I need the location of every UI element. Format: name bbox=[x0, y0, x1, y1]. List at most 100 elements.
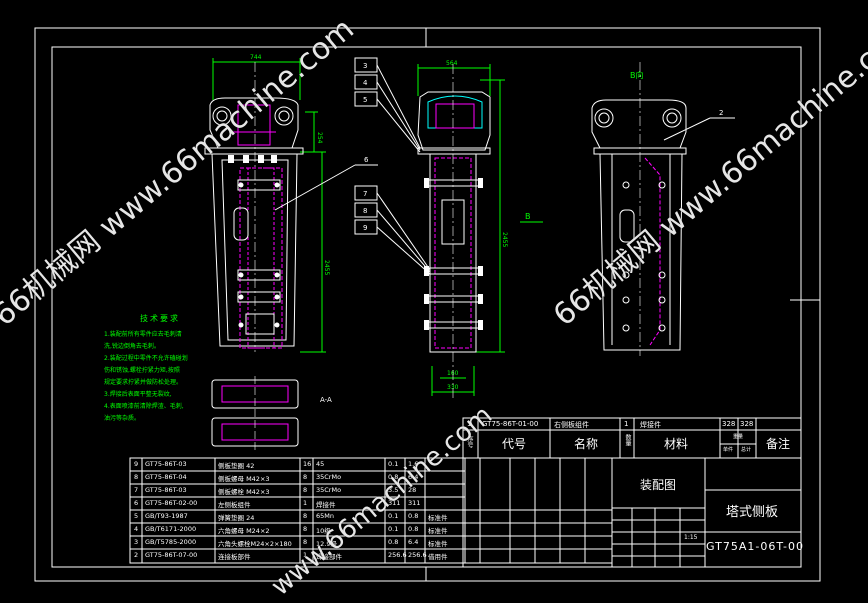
parts-cell-w1: 0.1 bbox=[388, 460, 399, 468]
part-row-code: GT75-86T-01-00 bbox=[482, 420, 539, 428]
parts-cell-qty: 1 bbox=[303, 499, 308, 507]
part-row-w2: 328 bbox=[740, 420, 754, 428]
parts-cell-material: 45 bbox=[316, 460, 325, 468]
header-weight: 重量 bbox=[733, 434, 744, 440]
parts-cell-qty: 8 bbox=[303, 512, 308, 520]
parts-cell-w2: 28 bbox=[408, 486, 417, 494]
header-qty: 数量 bbox=[624, 434, 631, 446]
section-aa: A-A bbox=[211, 376, 332, 450]
parts-cell-no: 8 bbox=[134, 473, 139, 481]
tech-req-line: 3.焊接后表面平整无裂纹, bbox=[104, 391, 172, 398]
parts-cell-name: 六角头螺栓M24×2×180 bbox=[218, 540, 292, 548]
parts-cell-material: 65Mn bbox=[316, 512, 334, 520]
tech-req-line: 规定要求拧紧并做防松处理。 bbox=[104, 379, 183, 386]
parts-cell-w2: 0.8 bbox=[408, 525, 419, 533]
parts-cell-name: 弹簧垫圈 24 bbox=[218, 514, 255, 522]
header-note: 备注 bbox=[766, 437, 791, 451]
parts-cell-name: 连接板部件 bbox=[218, 553, 251, 561]
tech-req-line: 油污等杂质。 bbox=[104, 415, 141, 422]
svg-text:744: 744 bbox=[250, 54, 262, 61]
parts-cell-name: 六角螺母 M24×2 bbox=[218, 527, 270, 535]
tech-req-line: 1.装配前所有零件应去毛刺清 bbox=[104, 331, 182, 338]
balloon-2: 2 bbox=[719, 109, 723, 117]
parts-cell-note: 标准件 bbox=[428, 514, 448, 522]
parts-cell-code: GB/T6171-2000 bbox=[145, 525, 197, 533]
parts-cell-no: 3 bbox=[134, 538, 139, 546]
balloon-8: 8 bbox=[363, 207, 367, 215]
label-b: B bbox=[525, 212, 531, 221]
parts-cell-qty: 1 bbox=[303, 551, 308, 559]
parts-cell-w1: 3.5 bbox=[388, 486, 399, 494]
parts-cell-w2: 6.4 bbox=[408, 538, 419, 546]
tech-req-line: 2.装配过程中零件不允许磕碰划 bbox=[104, 355, 188, 362]
parts-cell-no: 4 bbox=[134, 525, 139, 533]
tech-requirements: 技术要求 1.装配前所有零件应去毛刺清 洗,锐边倒角去毛刺。 2.装配过程中零件… bbox=[104, 313, 216, 425]
parts-cell-name: 侧板螺母 M42×3 bbox=[218, 475, 270, 483]
parts-cell-w2: 311 bbox=[408, 499, 421, 507]
parts-cell-note: 借用件 bbox=[428, 553, 448, 561]
middle-view: 564 2455 330 160 B bbox=[354, 57, 543, 400]
parts-cell-qty: 8 bbox=[303, 538, 308, 546]
tech-req-line: 4.表面喷漆前清除焊渣、毛刺, bbox=[104, 403, 184, 410]
parts-cell-code: GT75-86T-02-00 bbox=[145, 499, 198, 507]
parts-cell-w2: 0.8 bbox=[408, 512, 419, 520]
part-row-name: 右侧板组件 bbox=[554, 421, 589, 429]
parts-cell-name: 左侧板组件 bbox=[218, 501, 251, 509]
parts-cell-material: 焊接部件 bbox=[316, 553, 342, 561]
parts-cell-note: 标准件 bbox=[428, 540, 448, 548]
svg-text:2455: 2455 bbox=[323, 260, 330, 275]
parts-cell-code: GT75-86T-03 bbox=[145, 486, 187, 494]
header-seq: 序号 bbox=[466, 436, 473, 448]
balloon-3: 3 bbox=[363, 62, 367, 70]
title-block-lines bbox=[129, 417, 802, 568]
drawing-name: 塔式侧板 bbox=[726, 505, 779, 520]
parts-cell-material: 焊接件 bbox=[316, 501, 336, 509]
parts-cell-w1: 311 bbox=[388, 499, 401, 507]
part-row-material: 焊接件 bbox=[640, 421, 661, 429]
balloon-4: 4 bbox=[363, 79, 368, 87]
parts-cell-code: GB/T5785-2000 bbox=[145, 538, 197, 546]
balloon-7: 7 bbox=[363, 190, 367, 198]
parts-cell-qty: 8 bbox=[303, 486, 308, 494]
parts-cell-qty: 8 bbox=[303, 525, 308, 533]
balloon-9: 9 bbox=[363, 224, 367, 232]
left-view: 744 254 2455 bbox=[204, 54, 378, 353]
part-row-w1: 328 bbox=[722, 420, 736, 428]
parts-cell-qty: 16 bbox=[303, 460, 312, 468]
parts-cell-w2: 256.6 bbox=[408, 551, 427, 559]
parts-cell-material: 35CrMo bbox=[316, 486, 342, 494]
parts-cell-w1: 0.8 bbox=[388, 473, 399, 481]
svg-text:564: 564 bbox=[446, 60, 458, 67]
svg-text:330: 330 bbox=[447, 384, 459, 391]
parts-cell-no: 7 bbox=[134, 486, 139, 494]
tech-req-line: 洗,锐边倒角去毛刺。 bbox=[104, 343, 160, 350]
parts-cell-w2: 1.6 bbox=[408, 460, 419, 468]
header-material: 材料 bbox=[664, 437, 689, 451]
parts-cell-name: 侧板垫圈 42 bbox=[218, 462, 255, 470]
parts-cell-code: GT75-86T-03 bbox=[145, 460, 187, 468]
parts-cell-w1: 0.8 bbox=[388, 538, 399, 546]
drawing-type: 装配图 bbox=[640, 478, 677, 492]
parts-cell-no: 2 bbox=[134, 551, 139, 559]
parts-cell-material: 35CrMo bbox=[316, 473, 342, 481]
right-view: B向 2 bbox=[591, 62, 735, 356]
tech-req-line: 伤和锈蚀,螺栓拧紧力矩,按照 bbox=[104, 367, 180, 374]
tech-req-title: 技术要求 bbox=[140, 314, 180, 323]
svg-text:2455: 2455 bbox=[501, 232, 508, 247]
parts-cell-w1: 256.6 bbox=[388, 551, 407, 559]
header-total: 总计 bbox=[741, 447, 752, 453]
parts-cell-no: 5 bbox=[134, 512, 139, 520]
parts-cell-material: 10级 bbox=[316, 527, 331, 535]
section-label: A-A bbox=[320, 396, 332, 404]
header-name: 名称 bbox=[574, 437, 599, 451]
balloon-5: 5 bbox=[363, 96, 367, 104]
view-label-b: B向 bbox=[630, 70, 644, 80]
parts-cell-qty: 8 bbox=[303, 473, 308, 481]
drawing-scale: 1:15 bbox=[684, 534, 698, 541]
parts-cell-code: GB/T93-1987 bbox=[145, 512, 188, 520]
svg-text:254: 254 bbox=[316, 132, 323, 144]
